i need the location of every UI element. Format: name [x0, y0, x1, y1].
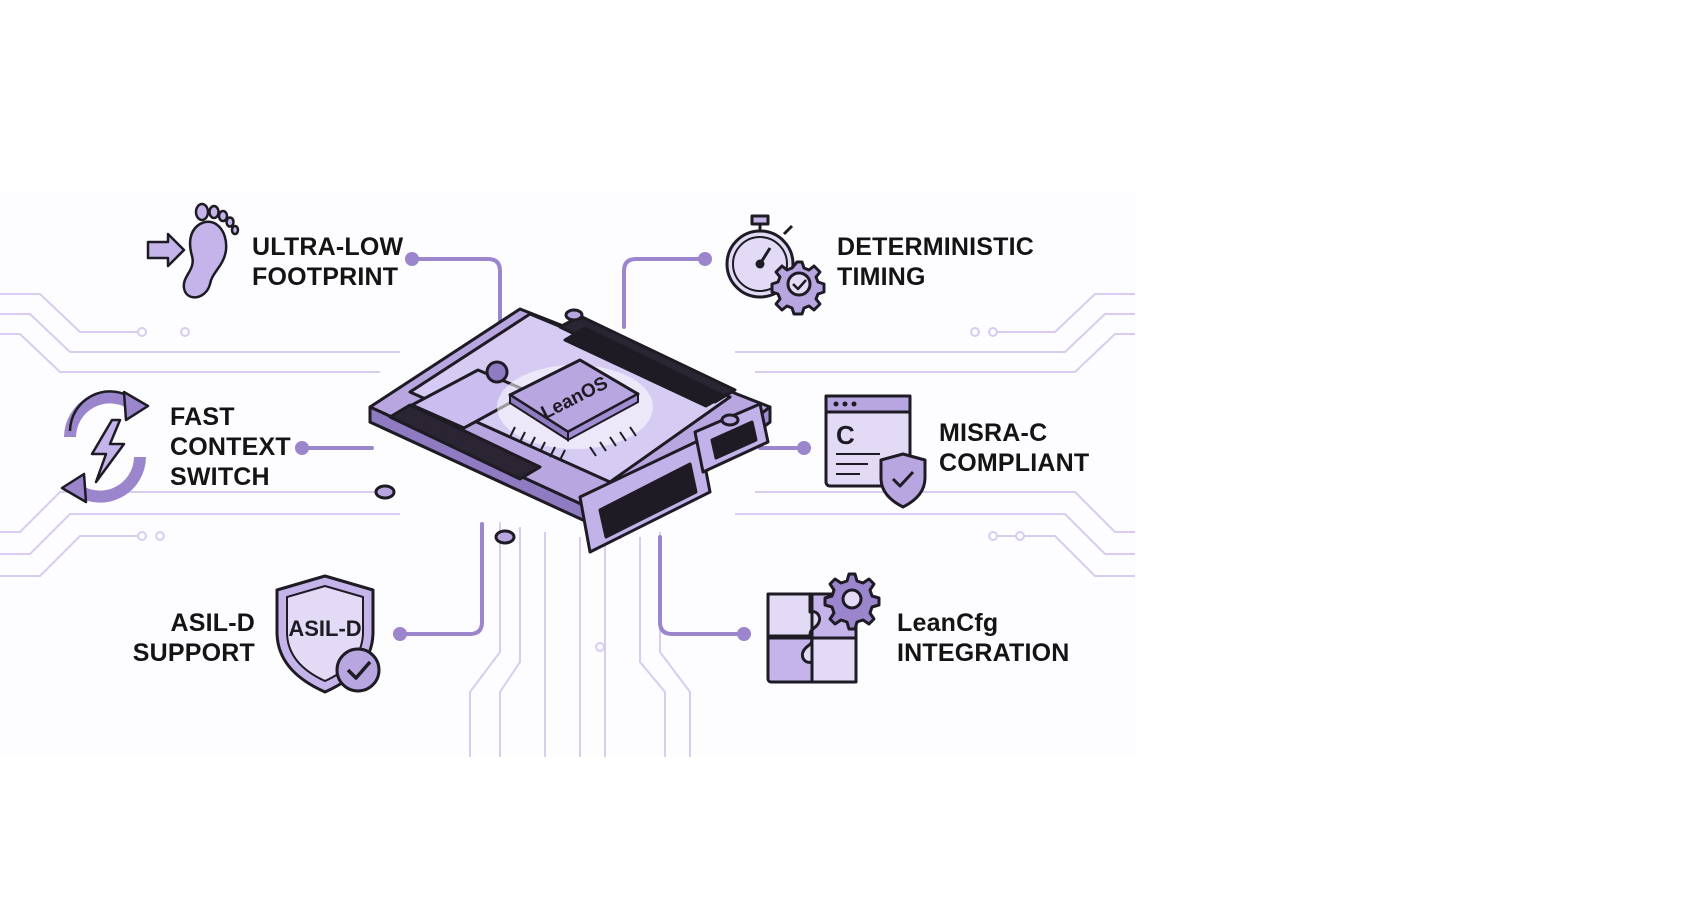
callout-connectors [300, 257, 806, 636]
stopwatch-gear-icon [725, 214, 826, 316]
feature-label-line: SUPPORT [132, 639, 255, 667]
chip-pins [509, 426, 637, 461]
trace-nodes [137, 327, 1025, 652]
code-window-shield-icon: C [824, 394, 927, 509]
feature-label-line: FAST [170, 403, 235, 431]
code-badge-text: C [836, 420, 855, 450]
puzzle-gear-icon [766, 572, 881, 684]
feature-label-line: TIMING [837, 263, 926, 291]
shield-badge-text: ASIL-D [288, 616, 361, 641]
circuit-traces [0, 293, 1135, 757]
feature-label-line: ASIL-D [170, 609, 255, 637]
feature-label-line: INTEGRATION [897, 639, 1070, 667]
feature-misra-c-compliant: MISRA-C COMPLIANT [939, 418, 1089, 478]
feature-label-line: MISRA-C [939, 419, 1048, 447]
feature-label-line: ULTRA-LOW [252, 233, 404, 261]
feature-asil-d-support: ASIL-D SUPPORT [130, 608, 255, 668]
feature-label-line: CONTEXT [170, 433, 291, 461]
infographic-panel: LeanOS ASIL-D [0, 192, 1135, 757]
feature-label-line: FOOTPRINT [252, 263, 399, 291]
diagram-art: LeanOS ASIL-D [0, 202, 1135, 757]
shield-check-icon: ASIL-D [275, 574, 381, 694]
footprint-icon [146, 202, 240, 299]
feature-deterministic-timing: DETERMINISTIC TIMING [837, 232, 1034, 292]
feature-label-line: COMPLIANT [939, 449, 1090, 477]
leanos-chip: LeanOS [508, 358, 640, 442]
feature-label-line: SWITCH [170, 463, 270, 491]
refresh-lightning-icon [60, 390, 150, 504]
connector-endpoints [295, 252, 811, 641]
feature-leancfg-integration: LeanCfg INTEGRATION [897, 608, 1070, 668]
feature-label-line: LeanCfg [897, 609, 999, 637]
feature-ultra-low-footprint: ULTRA-LOW FOOTPRINT [252, 232, 403, 292]
feature-fast-context-switch: FAST CONTEXT SWITCH [170, 402, 291, 492]
feature-label-line: DETERMINISTIC [837, 233, 1035, 261]
